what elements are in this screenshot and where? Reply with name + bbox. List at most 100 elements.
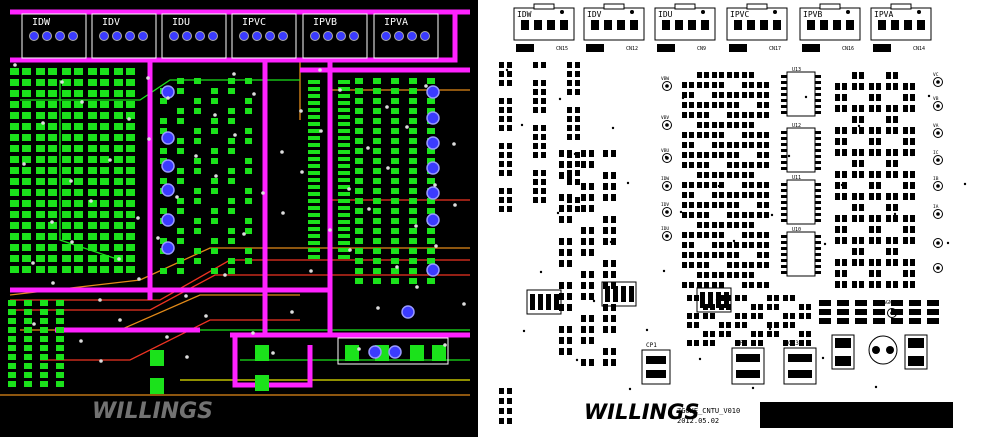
- smd-pad: [177, 238, 184, 244]
- ic-pin: [338, 171, 350, 175]
- smd-pad: [712, 132, 717, 138]
- smd-pad: [767, 304, 772, 310]
- ic-pin: [338, 241, 350, 245]
- smd-pad: [842, 270, 847, 277]
- smd-pad: [48, 255, 57, 262]
- smd-pad: [886, 72, 891, 79]
- smd-pad: [74, 79, 83, 86]
- smd-pad: [764, 282, 769, 288]
- smd-pad: [727, 102, 732, 108]
- smd-pad: [391, 178, 399, 184]
- smd-pad: [749, 182, 754, 188]
- smd-pad: [22, 134, 31, 141]
- small-via: [251, 331, 255, 335]
- smd-pad: [727, 72, 732, 78]
- power-outline: [337, 337, 449, 365]
- smd-pad: [589, 337, 594, 344]
- small-via: [893, 212, 897, 216]
- smd-pad: [910, 237, 915, 244]
- ic-pin: [815, 247, 821, 250]
- smd-pad: [689, 82, 694, 88]
- ic-pin: [338, 150, 350, 154]
- smd-pad: [581, 161, 586, 168]
- smd-pad: [22, 68, 31, 75]
- connector-pin: [734, 20, 742, 30]
- connector-label: IPVA: [874, 10, 893, 19]
- smd-pad: [56, 336, 64, 342]
- smd-pad: [245, 98, 252, 104]
- smd-pad: [886, 160, 891, 167]
- ic-pin: [781, 81, 787, 84]
- smd-pad: [126, 266, 135, 273]
- smd-pad: [567, 337, 572, 344]
- smd-pad: [774, 304, 779, 310]
- smd-pad: [742, 82, 747, 88]
- ic-pin: [815, 259, 821, 262]
- connector-label: IPVC: [242, 17, 266, 28]
- smd-pad: [74, 90, 83, 97]
- smd-pad: [409, 138, 417, 144]
- smd-pad: [533, 170, 538, 176]
- ic-label: U13: [792, 67, 801, 73]
- smd-pad: [36, 112, 45, 119]
- smd-pad: [689, 112, 694, 118]
- smd-pad: [757, 212, 762, 218]
- pin1-marker: [917, 10, 921, 14]
- ic-label: U10: [792, 227, 801, 233]
- smd-pad: [8, 372, 16, 378]
- smd-pad: [876, 94, 881, 101]
- smd-pad: [764, 262, 769, 268]
- smd-pad: [177, 258, 184, 264]
- ic-pin: [815, 75, 821, 78]
- smd-pad: [719, 272, 724, 278]
- connector-pin: [252, 31, 262, 41]
- ic-pin: [815, 155, 821, 158]
- smd-pad: [126, 90, 135, 97]
- smd-pad: [194, 158, 201, 164]
- ic-pin: [781, 87, 787, 90]
- pin1-marker: [846, 10, 850, 14]
- smd-pad: [427, 148, 435, 154]
- smd-pad: [799, 313, 804, 319]
- smd-pad: [8, 354, 16, 360]
- smd-pad: [36, 222, 45, 229]
- smd-pad: [581, 326, 586, 333]
- smd-pad: [373, 228, 381, 234]
- smd-pad: [749, 122, 754, 128]
- smd-pad: [194, 228, 201, 234]
- smd-pad: [719, 132, 724, 138]
- redacted-block: [760, 402, 953, 428]
- smd-pad: [704, 252, 709, 258]
- ic-pin: [338, 94, 350, 98]
- smd-pad: [876, 127, 881, 134]
- smd-pad: [391, 88, 399, 94]
- smd-pad: [575, 62, 580, 68]
- smd-pad: [697, 122, 702, 128]
- ic-pin: [781, 241, 787, 244]
- smd-pad: [611, 216, 616, 223]
- smd-pad: [735, 322, 740, 328]
- smd-pad: [228, 208, 235, 214]
- connector-pin: [169, 31, 179, 41]
- smd-pad: [876, 105, 881, 112]
- smd-pad: [373, 118, 381, 124]
- smd-pad: [88, 134, 97, 141]
- smd-pad: [22, 145, 31, 152]
- connector-pin: [846, 20, 854, 30]
- smd-pad: [704, 172, 709, 178]
- smd-pad: [697, 232, 702, 238]
- smd-pad: [687, 295, 692, 301]
- smd-pad: [373, 128, 381, 134]
- smd-pad: [873, 309, 885, 315]
- ic-pin: [308, 108, 320, 112]
- smd-pad: [391, 278, 399, 284]
- smd-pad: [74, 255, 83, 262]
- smd-pad: [575, 170, 580, 176]
- smd-pad: [852, 171, 857, 178]
- agnd-label: AGND: [883, 300, 895, 306]
- ic-pin: [338, 185, 350, 189]
- smd-pad: [903, 105, 908, 112]
- connector-pin: [112, 31, 122, 41]
- smd-pad: [704, 162, 709, 168]
- smd-pad: [689, 262, 694, 268]
